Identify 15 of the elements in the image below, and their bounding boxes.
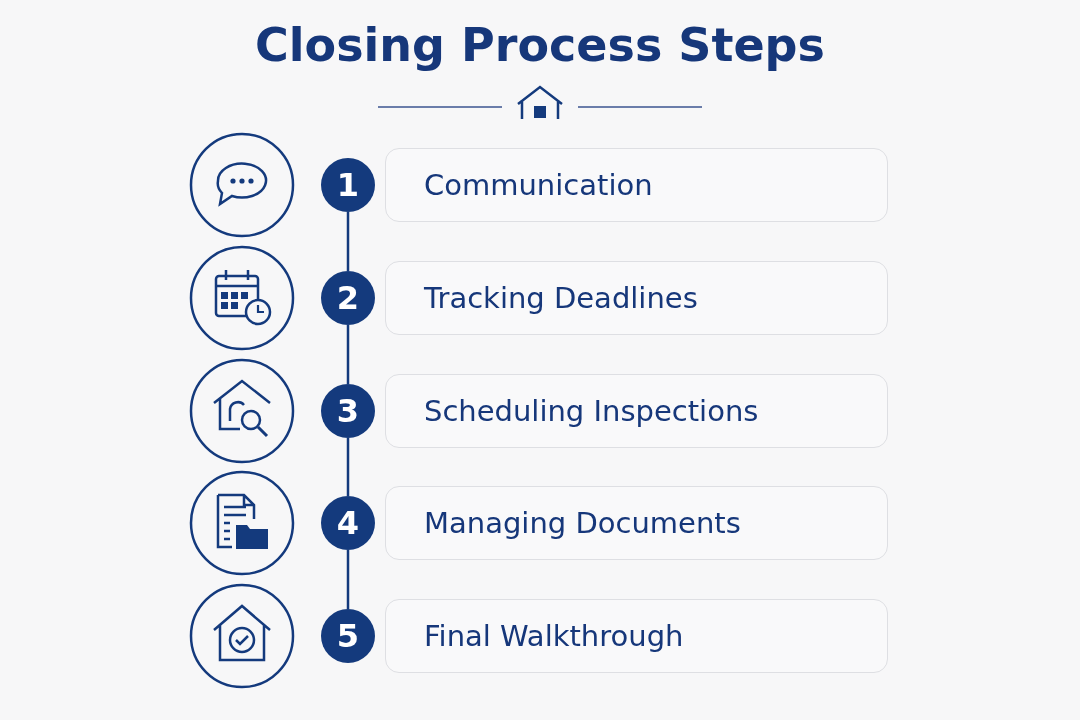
step-box: Scheduling Inspections <box>385 374 888 448</box>
step-box: Communication <box>385 148 888 222</box>
step-number-circle: 4 <box>321 496 375 550</box>
connector-line <box>346 212 350 271</box>
connector-line <box>346 325 350 384</box>
title: Closing Process Steps <box>254 18 826 72</box>
step-number-circle: 1 <box>321 158 375 212</box>
connector-line <box>346 438 350 496</box>
step-box: Final Walkthrough <box>385 599 888 673</box>
step-box: Managing Documents <box>385 486 888 560</box>
step-box: Tracking Deadlines <box>385 261 888 335</box>
step-number-circle: 3 <box>321 384 375 438</box>
step-number-circle: 2 <box>321 271 375 325</box>
step-number-circle: 5 <box>321 609 375 663</box>
connector-line <box>346 550 350 609</box>
